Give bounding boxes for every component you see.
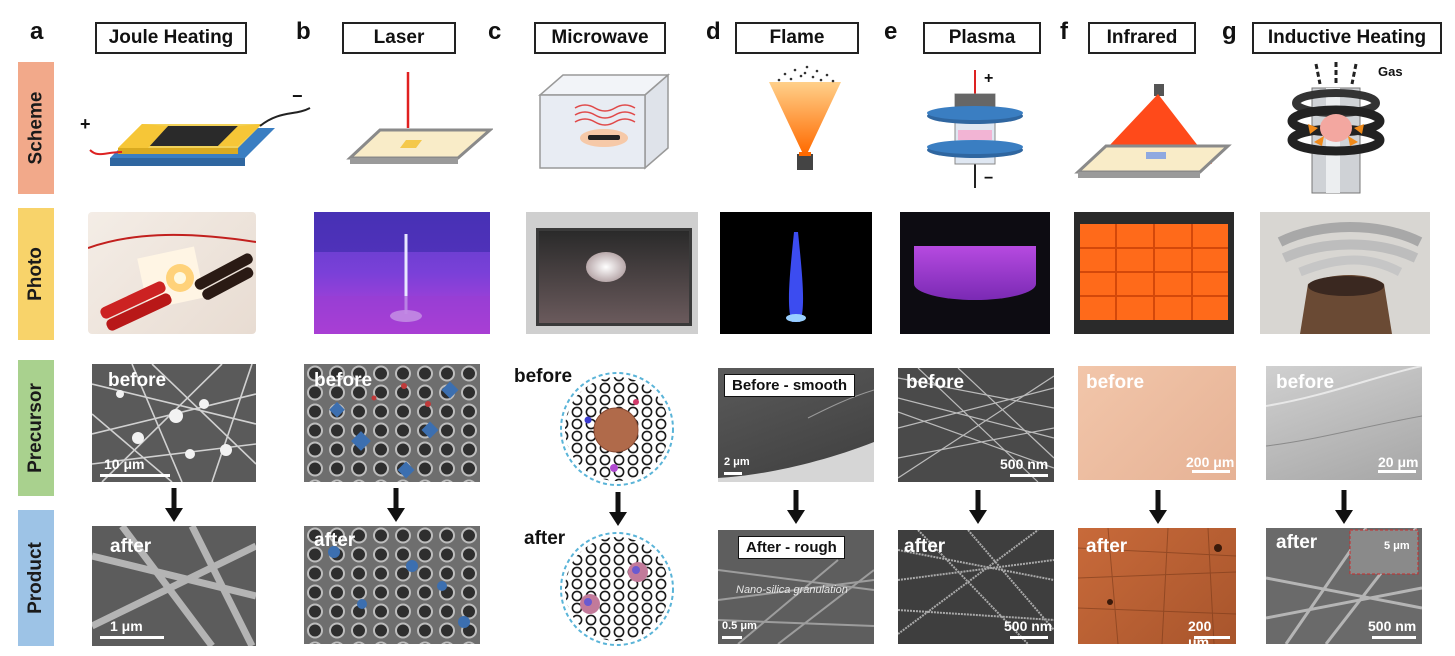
scheme-plasma: + − [920, 66, 1030, 190]
annotation-nano-silica: Nano-silica granulation [736, 584, 848, 596]
panel-letter-f: f [1060, 18, 1068, 45]
label-before-c: before [514, 366, 573, 387]
label-after-a: after [110, 536, 152, 557]
scale-label-after-e: 500 nm [1004, 618, 1053, 634]
arrow-c [609, 492, 627, 526]
sem-before-joule-heating: before 10 μm [92, 364, 256, 482]
scalebar-before-e [1010, 474, 1048, 477]
row-label-photo: Photo [18, 208, 54, 340]
row-label-precursor: Precursor [18, 360, 54, 496]
photo-infrared [1074, 212, 1234, 334]
scale-label-before-g: 20 μm [1378, 454, 1419, 470]
scalebar-after-a [100, 636, 164, 639]
arrow-e [969, 490, 987, 524]
photo-joule-heating [88, 212, 256, 334]
scheme-microwave [530, 70, 680, 180]
gas-label: Gas [1378, 64, 1403, 79]
graphene-before-microwave [556, 370, 678, 488]
scalebar-before-a [100, 474, 170, 477]
panel-letter-g: g [1222, 18, 1237, 45]
plus-terminal: + [80, 114, 91, 134]
scalebar-before-g [1378, 470, 1416, 473]
arrow-a [165, 488, 183, 522]
sem-before-inductive-heating: before 20 μm [1266, 366, 1422, 480]
photo-inductive-heating [1260, 212, 1430, 334]
lattice-after-laser: after [304, 526, 480, 644]
panel-letter-e: e [884, 18, 898, 45]
sem-after-inductive-heating: after 5 μm 500 nm [1266, 528, 1422, 644]
scale-label-after-a: 1 μm [110, 618, 143, 634]
photo-flame [720, 212, 872, 334]
panel-letter-a: a [30, 18, 44, 45]
scheme-laser [328, 70, 493, 180]
column-title-infrared: Infrared [1088, 22, 1196, 54]
panel-letter-d: d [706, 18, 721, 45]
lattice-before-laser: before [304, 364, 480, 482]
scale-label-after-f: 200 μm [1188, 618, 1212, 644]
row-label-scheme: Scheme [18, 62, 54, 194]
sem-before-plasma: before 500 nm [898, 368, 1054, 482]
plasma-minus: − [984, 170, 994, 187]
label-after-c: after [524, 528, 566, 549]
column-title-plasma: Plasma [923, 22, 1041, 54]
scalebar-before-d [724, 472, 742, 475]
label-after-g: after [1276, 532, 1318, 553]
minus-terminal: − [292, 86, 303, 106]
sem-after-plasma: after 500 nm [898, 530, 1054, 644]
column-title-flame: Flame [735, 22, 859, 54]
scale-label-before-e: 500 nm [1000, 456, 1049, 472]
column-title-joule-heating: Joule Heating [95, 22, 247, 54]
graphene-after-microwave [556, 530, 678, 648]
optical-before-infrared: before 200 μm [1078, 366, 1236, 480]
scale-label-inset-g: 5 μm [1384, 540, 1410, 552]
arrow-g [1335, 490, 1353, 524]
column-title-microwave: Microwave [534, 22, 666, 54]
photo-microwave [526, 212, 698, 334]
scheme-inductive-heating: Gas [1278, 58, 1418, 198]
scheme-joule-heating: + − [70, 80, 320, 190]
scale-label-before-d: 2 μm [724, 456, 750, 468]
scale-label-after-g: 500 nm [1368, 618, 1417, 634]
label-after-d: After - rough [738, 536, 845, 559]
panel-letter-b: b [296, 18, 311, 45]
scale-label-before-f: 200 μm [1186, 454, 1235, 470]
label-after-b: after [314, 530, 356, 551]
sem-after-flame: After - rough Nano-silica granulation 0.… [718, 530, 874, 644]
label-before-f: before [1086, 372, 1145, 393]
sem-before-flame: Before - smooth 2 μm [718, 368, 874, 482]
scalebar-after-f [1194, 636, 1230, 639]
label-before-b: before [314, 370, 373, 391]
scalebar-after-e [1010, 636, 1048, 639]
photo-plasma [900, 212, 1050, 334]
scheme-infrared [1070, 80, 1235, 184]
column-title-laser: Laser [342, 22, 456, 54]
column-title-inductive-heating: Inductive Heating [1252, 22, 1442, 54]
optical-after-infrared: after 200 μm [1078, 528, 1236, 644]
label-before-g: before [1276, 372, 1335, 393]
arrow-f [1149, 490, 1167, 524]
label-after-e: after [904, 536, 946, 557]
scale-label-before-a: 10 μm [104, 456, 145, 472]
scalebar-after-d [722, 636, 742, 639]
photo-laser [314, 212, 490, 334]
label-before-e: before [906, 372, 965, 393]
sem-after-joule-heating: after 1 μm [92, 526, 256, 646]
plasma-plus: + [984, 70, 994, 87]
scheme-flame [755, 62, 855, 180]
label-after-f: after [1086, 536, 1128, 557]
label-before-d: Before - smooth [724, 374, 856, 397]
scalebar-after-g [1372, 636, 1416, 639]
scalebar-before-f [1192, 470, 1230, 473]
panel-letter-c: c [488, 18, 502, 45]
row-label-product: Product [18, 510, 54, 646]
arrow-b [387, 488, 405, 522]
arrow-d [787, 490, 805, 524]
scale-label-after-d: 0.5 μm [722, 620, 757, 632]
label-before-a: before [108, 370, 167, 391]
